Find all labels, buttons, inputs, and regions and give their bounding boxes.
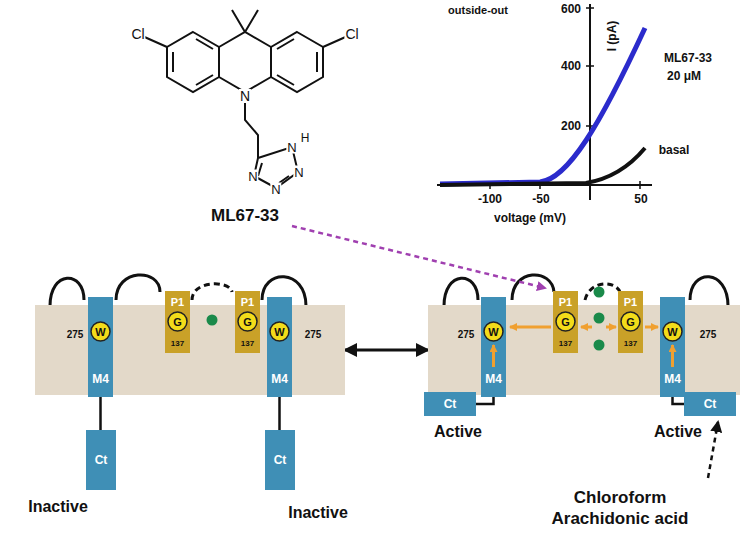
linker-line [673, 397, 685, 404]
coupling-arrow [606, 326, 616, 329]
linker-line [278, 397, 281, 430]
curve-label: 20 μM [667, 70, 701, 82]
ion-dot [594, 313, 605, 324]
node-text: M4 [485, 373, 502, 385]
ion-dot [594, 287, 605, 298]
c-terminus: Ct [684, 392, 736, 416]
coupling-arrow [645, 326, 658, 329]
node-text: 275 [305, 330, 322, 340]
node-text: W [274, 327, 284, 338]
curve-label: ML67-33 [664, 52, 712, 64]
residue-circle: G [620, 311, 641, 332]
node-text: Ct [95, 454, 108, 466]
coupling-arrow [581, 326, 592, 329]
node-text: P1 [171, 297, 184, 308]
tick-label: 400 [561, 60, 581, 72]
linker-line [99, 397, 102, 430]
node-text: M4 [92, 373, 109, 385]
residue-circle: G [167, 311, 188, 332]
node-text: 137 [241, 340, 254, 348]
band-decoration [428, 305, 740, 395]
state-label: Active [654, 424, 702, 440]
c-terminus: Ct [424, 392, 476, 416]
ion-dot [594, 340, 605, 351]
node-text: W [488, 327, 498, 338]
curve-label: basal [659, 144, 690, 156]
residue-circle: W [662, 321, 683, 342]
tick-label: 600 [561, 3, 581, 15]
node-text: M4 [664, 373, 681, 385]
c-terminus: Ct [86, 430, 116, 490]
residue-circle: G [555, 311, 576, 332]
node-text: 137 [624, 340, 637, 348]
atom-label: N [239, 89, 251, 103]
activator-label: Chloroform Arachidonic acid [545, 487, 695, 530]
residue-circle: W [269, 321, 290, 342]
m4-helix: M4 W [481, 297, 506, 397]
tick-label: 200 [561, 120, 581, 132]
node-text: 275 [700, 330, 717, 340]
node-text: P1 [559, 297, 572, 308]
node-text: G [173, 317, 182, 328]
c-terminus: Ct [265, 430, 295, 490]
node-text: W [95, 327, 105, 338]
state-label: Active [434, 424, 482, 440]
axis-title: I (pA) [606, 21, 618, 52]
band-decoration [35, 305, 345, 395]
atom-label: H [300, 132, 311, 144]
p1-helix: P1 137 G [235, 291, 260, 353]
state-label: Inactive [288, 505, 348, 521]
node-text: Ct [274, 454, 287, 466]
membrane-band: 275275M4WP1137GP1137GM4W [35, 305, 345, 395]
node-text: G [626, 317, 635, 328]
node-text: 275 [67, 330, 84, 340]
residue-circle: W [90, 321, 111, 342]
residue-circle: W [483, 321, 504, 342]
p1-helix: P1 137 G [618, 291, 643, 353]
ligand-arrow [292, 226, 545, 288]
node-text: G [243, 317, 252, 328]
atom-label: N [247, 170, 258, 183]
node-text: 137 [559, 340, 572, 348]
atom-label: Cl [130, 27, 145, 41]
atom-label: N [286, 141, 297, 154]
ion-dot [207, 315, 218, 326]
node-text: P1 [624, 297, 637, 308]
m4-helix: M4 W [267, 297, 292, 397]
axis-title: voltage (mV) [494, 212, 566, 224]
node-text: Ct [444, 398, 457, 410]
molecule-bonds [140, 10, 350, 188]
tick-label: 50 [634, 193, 647, 205]
p1-helix: P1 137 G [165, 291, 190, 353]
linker-line [476, 397, 494, 404]
activator-arrow [708, 422, 718, 478]
state-label: Inactive [28, 499, 88, 515]
m4-helix: M4 W [88, 297, 113, 397]
node-text: M4 [271, 373, 288, 385]
node-text: 137 [171, 340, 184, 348]
m4-helix: M4 W [660, 297, 685, 397]
iv-chart [437, 4, 652, 200]
node-text: G [561, 317, 570, 328]
atom-label: N [293, 166, 304, 179]
p1-helix: P1 137 G [553, 291, 578, 353]
tick-label: -50 [532, 193, 549, 205]
atom-label: Cl [344, 27, 359, 41]
coupling-arrow [510, 326, 551, 329]
node-text: 275 [458, 330, 475, 340]
compound-name: ML67-33 [211, 207, 279, 224]
membrane-band: 275275M4WP1137GP1137GM4W [428, 305, 740, 395]
atom-label: N [270, 183, 281, 196]
residue-circle: G [237, 311, 258, 332]
node-text: Ct [704, 398, 717, 410]
tick-label: -100 [478, 193, 502, 205]
node-text: W [667, 327, 677, 338]
equilibrium-arrow [345, 349, 428, 352]
node-text: P1 [241, 297, 254, 308]
recording-mode: outside-out [448, 5, 508, 16]
